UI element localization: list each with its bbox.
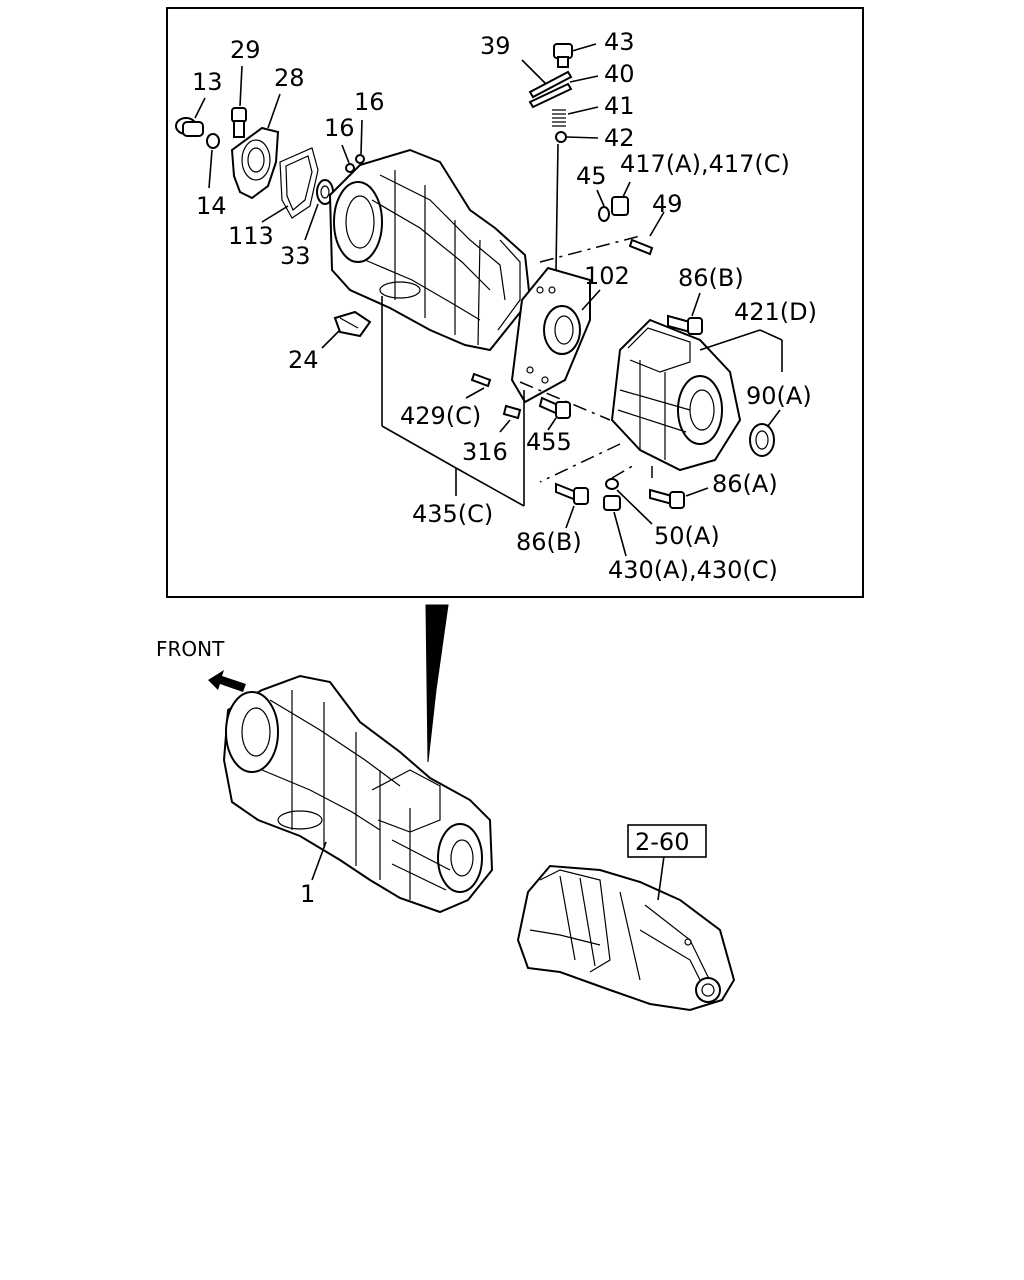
part-86b-bolt-lower	[555, 482, 589, 529]
part-86b-bolt-upper	[667, 292, 703, 335]
callout-429c: 429(C)	[400, 402, 481, 430]
callout-49: 49	[652, 190, 683, 218]
part-16-plugs	[341, 119, 365, 173]
callout-86a: 86(A)	[712, 470, 778, 498]
callout-417: 417(A),417(C)	[620, 150, 790, 178]
part-113-gasket	[261, 147, 319, 223]
detail-pointer-wedge	[425, 604, 449, 763]
part-102-plate	[510, 266, 601, 404]
callout-102: 102	[584, 262, 630, 290]
part-42-ball	[555, 131, 599, 271]
part-45-oring	[596, 189, 610, 222]
callout-1: 1	[300, 880, 315, 908]
callout-40: 40	[604, 60, 635, 88]
part-90a-seal	[749, 409, 781, 457]
transmission-assembly	[222, 674, 494, 914]
part-29-bolt	[231, 65, 247, 138]
callout-90a: 90(A)	[746, 382, 812, 410]
bracket-435c	[381, 296, 525, 507]
callout-42: 42	[604, 124, 635, 152]
callout-455: 455	[526, 428, 572, 456]
part-39-40-pins	[521, 59, 599, 109]
part-50a-gasket	[605, 478, 653, 525]
callout-43: 43	[604, 28, 635, 56]
callout-39: 39	[480, 32, 511, 60]
part-421-extension-case	[610, 318, 783, 472]
part-14-washer	[206, 133, 220, 189]
part-430-plug	[603, 495, 627, 557]
part-455-bolt	[538, 396, 571, 431]
callout-113: 113	[228, 222, 274, 250]
callout-45: 45	[576, 162, 607, 190]
callout-29: 29	[230, 36, 261, 64]
part-316-key	[499, 404, 522, 433]
part-41-spring	[552, 106, 599, 127]
part-33-seal	[304, 179, 334, 241]
part-49-pin	[628, 211, 665, 256]
callout-316: 316	[462, 438, 508, 466]
reference-box	[627, 824, 707, 858]
part-24-block	[321, 310, 372, 349]
part-43-plug	[553, 43, 597, 68]
callout-86b-upper: 86(B)	[678, 264, 744, 292]
part-86a-bolt	[649, 487, 709, 509]
callout-421: 421(D)	[734, 298, 817, 326]
callout-16-lower: 16	[324, 114, 355, 142]
part-417-plug	[611, 181, 631, 216]
part-13-plug	[175, 97, 206, 137]
part-429c-pin	[465, 372, 492, 399]
reference-label: 2-60	[635, 828, 689, 856]
callout-435c: 435(C)	[412, 500, 493, 528]
callout-16-upper: 16	[354, 88, 385, 116]
callout-430: 430(A),430(C)	[608, 556, 778, 584]
callout-13: 13	[192, 68, 223, 96]
front-arrow-icon	[208, 670, 246, 692]
part-28-cover	[230, 93, 281, 200]
transfer-case-reference	[516, 855, 736, 1012]
callout-41: 41	[604, 92, 635, 120]
callout-24: 24	[288, 346, 319, 374]
callout-28: 28	[274, 64, 305, 92]
callout-33: 33	[280, 242, 311, 270]
detail-frame	[166, 7, 864, 598]
callout-14: 14	[196, 192, 227, 220]
callout-86b-lower: 86(B)	[516, 528, 582, 556]
front-label: FRONT	[156, 637, 225, 661]
callout-50a: 50(A)	[654, 522, 720, 550]
